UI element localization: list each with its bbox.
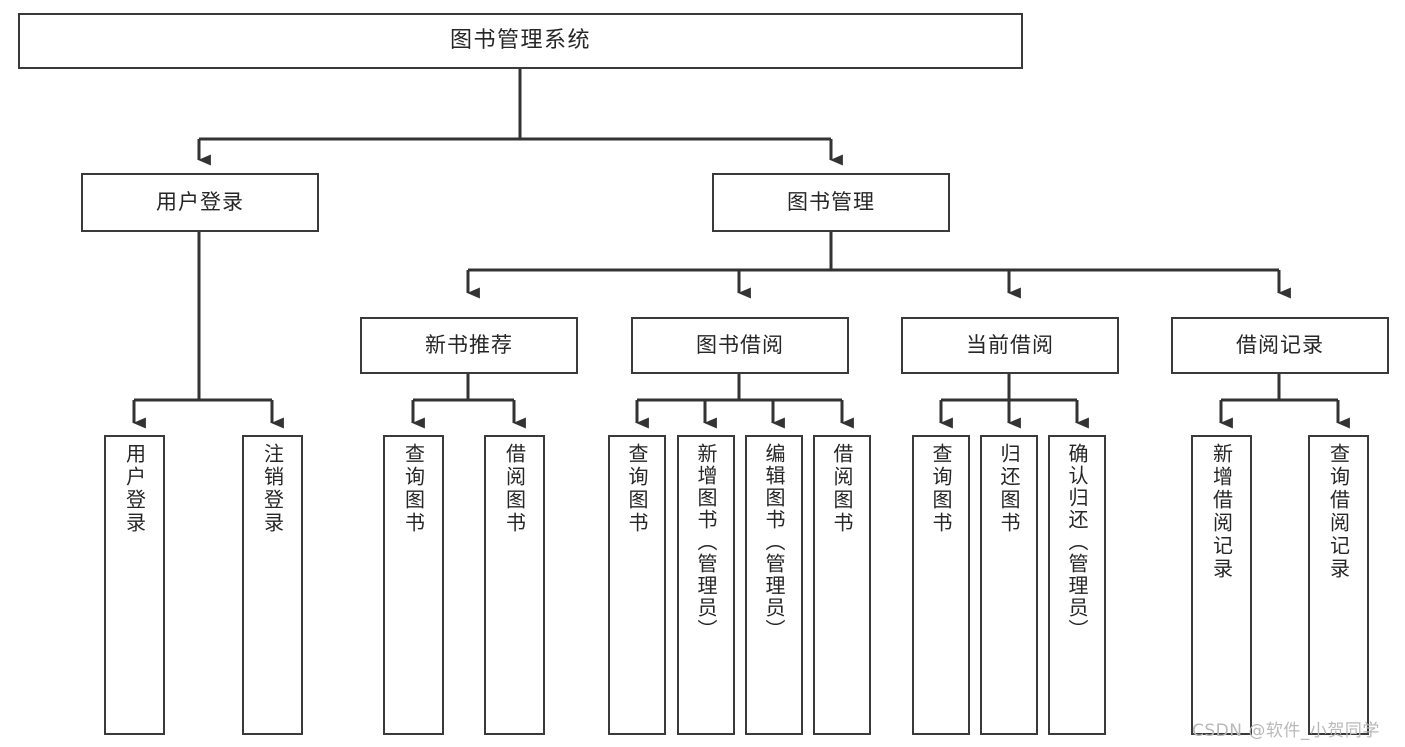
node-label: 借阅记录 <box>1236 333 1324 358</box>
node-leaf-borrow-book-recommend[interactable]: 借阅图书 <box>484 435 545 735</box>
node-leaf-query-book-current[interactable]: 查询图书 <box>912 435 970 735</box>
node-label: 编辑图书（管理员） <box>762 443 786 641</box>
node-label: 查询借阅记录 <box>1326 443 1351 581</box>
node-label: 图书管理系统 <box>449 28 591 54</box>
node-label: 确认归还（管理员） <box>1065 443 1089 641</box>
node-label: 归还图书 <box>997 443 1021 535</box>
node-label: 用户登录 <box>122 443 147 535</box>
node-borrow-record[interactable]: 借阅记录 <box>1171 317 1389 374</box>
node-label: 查询图书 <box>929 443 953 535</box>
node-leaf-borrow-book-borrow[interactable]: 借阅图书 <box>813 435 871 735</box>
node-label: 注销登录 <box>260 443 285 535</box>
node-label: 借阅图书 <box>830 443 854 535</box>
node-label: 用户登录 <box>156 190 244 215</box>
node-label: 图书借阅 <box>696 333 784 358</box>
node-label: 当前借阅 <box>966 333 1054 358</box>
node-leaf-user-login[interactable]: 用户登录 <box>104 435 165 735</box>
node-label: 查询图书 <box>401 443 426 535</box>
node-leaf-logout-login[interactable]: 注销登录 <box>242 435 303 735</box>
node-leaf-query-book-recommend[interactable]: 查询图书 <box>383 435 444 735</box>
node-label: 新增图书（管理员） <box>694 443 718 641</box>
node-label: 查询图书 <box>625 443 649 535</box>
node-leaf-add-book-admin[interactable]: 新增图书（管理员） <box>677 435 735 735</box>
node-current-borrow[interactable]: 当前借阅 <box>901 317 1119 374</box>
node-leaf-add-borrow-record[interactable]: 新增借阅记录 <box>1191 435 1252 735</box>
node-label: 图书管理 <box>787 190 875 215</box>
node-label: 借阅图书 <box>502 443 527 535</box>
node-leaf-query-book-borrow[interactable]: 查询图书 <box>608 435 666 735</box>
node-leaf-edit-book-admin[interactable]: 编辑图书（管理员） <box>745 435 803 735</box>
node-new-book-recommend[interactable]: 新书推荐 <box>360 317 578 374</box>
node-book-management[interactable]: 图书管理 <box>712 173 950 232</box>
node-leaf-query-borrow-record[interactable]: 查询借阅记录 <box>1308 435 1369 735</box>
node-root-book-management-system[interactable]: 图书管理系统 <box>18 13 1023 69</box>
node-label: 新增借阅记录 <box>1209 443 1234 581</box>
node-user-login[interactable]: 用户登录 <box>81 173 319 232</box>
csdn-watermark: CSDN @软件_小贺同学 <box>1192 721 1380 741</box>
node-leaf-return-book[interactable]: 归还图书 <box>980 435 1038 735</box>
node-leaf-confirm-return-admin[interactable]: 确认归还（管理员） <box>1048 435 1106 735</box>
node-book-borrow[interactable]: 图书借阅 <box>631 317 849 374</box>
node-label: 新书推荐 <box>425 333 513 358</box>
